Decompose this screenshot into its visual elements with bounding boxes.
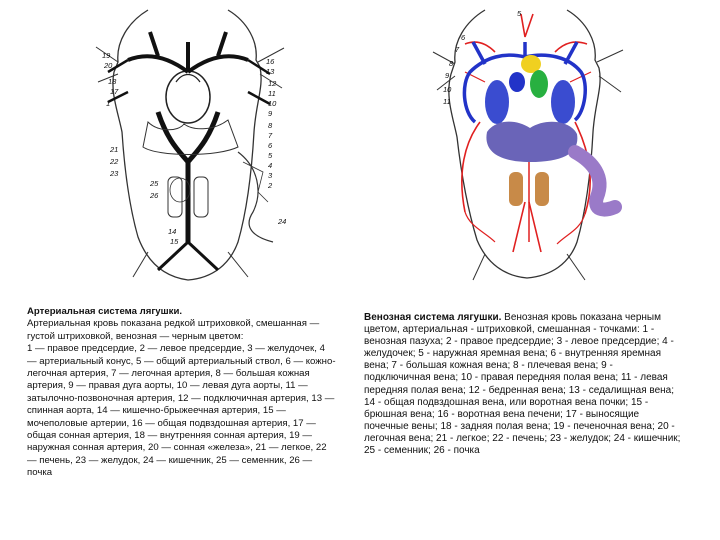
- arterial-caption: Артериальная система лягушки. Артериальн…: [27, 306, 337, 480]
- heart-yellow: [521, 55, 541, 73]
- heart-green: [530, 70, 548, 98]
- fig-num: 11: [443, 97, 451, 106]
- arterial-caption-title: Артериальная система лягушки.: [27, 306, 183, 317]
- fig-num: 10: [268, 99, 277, 108]
- fig-num: 19: [102, 51, 111, 60]
- frog-body-outline: [112, 9, 262, 281]
- fig-num: 3: [268, 171, 273, 180]
- fig-num: 16: [266, 57, 275, 66]
- fig-num: 6: [461, 33, 466, 42]
- fig-num: 4: [268, 161, 272, 170]
- liver-shape: [486, 121, 578, 162]
- fig-num: 12: [268, 79, 277, 88]
- aortic-arches: [127, 31, 249, 74]
- fig-num: 13: [266, 67, 275, 76]
- fig-num: 23: [109, 169, 119, 178]
- fig-num: 15: [170, 237, 179, 246]
- frog-body-outline: [448, 9, 601, 279]
- intestine-outline: [237, 151, 274, 243]
- dorsal-aorta: [155, 111, 221, 242]
- kidney-left: [509, 172, 523, 206]
- venous-system-figure: 5 6 7 8 9 10 11: [425, 2, 635, 287]
- arterial-caption-intro: Артериальная кровь показана редкой штрих…: [27, 318, 320, 342]
- arterial-system-figure: 19 20 18 17 1 16 13 12 11 10 9 8 7 6 5 4…: [88, 2, 298, 287]
- veins-blue: [462, 41, 588, 124]
- fig-num: 17: [110, 87, 119, 96]
- fig-num: 26: [149, 191, 159, 200]
- fig-num: 25: [149, 179, 159, 188]
- liver-outline: [142, 119, 239, 155]
- fig-num: 9: [268, 109, 273, 118]
- fig-num: 6: [268, 141, 273, 150]
- kidney-left: [167, 176, 183, 218]
- fig-num: 22: [109, 157, 119, 166]
- fig-num: 7: [455, 45, 460, 54]
- kidney-right: [193, 176, 209, 218]
- fig-num: 14: [168, 227, 176, 236]
- venous-caption-title: Венозная система лягушки.: [364, 312, 502, 323]
- fig-num: 5: [268, 151, 273, 160]
- fig-num: 2: [267, 181, 273, 190]
- fig-num: 8: [449, 59, 454, 68]
- fig-num: 8: [268, 121, 273, 130]
- fig-num: 11: [268, 89, 276, 98]
- fig-num: 1: [106, 99, 110, 108]
- lung-right: [551, 80, 575, 124]
- fig-num: 20: [103, 61, 113, 70]
- heart-shape: [165, 70, 211, 124]
- fig-num: 18: [108, 77, 117, 86]
- fig-num: 5: [517, 9, 522, 18]
- fig-num: 10: [443, 85, 452, 94]
- kidney-right: [535, 172, 549, 206]
- lung-left: [485, 80, 509, 124]
- intestine-shape: [568, 145, 622, 217]
- fig-num: 21: [109, 145, 118, 154]
- venous-caption: Венозная система лягушки. Венозная кровь…: [364, 312, 682, 457]
- fig-num: 24: [277, 217, 286, 226]
- fig-num: 7: [268, 131, 273, 140]
- venous-caption-text: Венозная кровь показана черным цветом, а…: [364, 312, 681, 457]
- arterial-caption-legend: 1 — правое предсердие, 2 — левое предсер…: [27, 343, 336, 479]
- fig-num: 9: [445, 71, 450, 80]
